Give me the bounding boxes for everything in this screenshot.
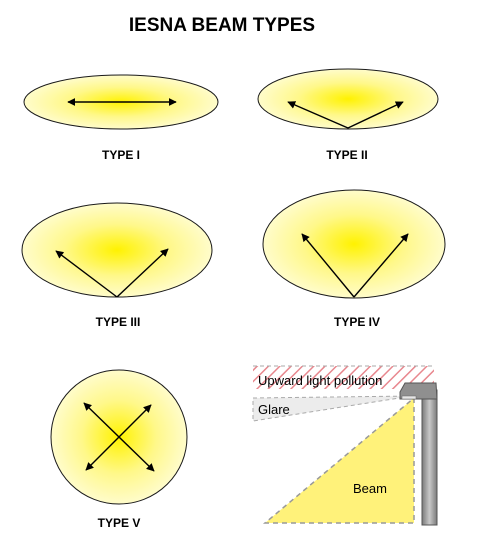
type-3-beam-arrow-left <box>55 250 118 298</box>
pole-light-diagram: Upward light pollution Glare Beam <box>252 365 438 526</box>
type-3-group: TYPE III <box>21 202 213 329</box>
type-4-group: TYPE IV <box>262 189 446 329</box>
type-2-label: TYPE II <box>326 148 367 162</box>
type-1-group: TYPE I <box>23 74 219 162</box>
type-3-beam-arrow-right <box>116 248 169 298</box>
type-4-label: TYPE IV <box>334 315 380 329</box>
glare-label: Glare <box>258 402 290 417</box>
type-5-group: TYPE V <box>50 369 188 530</box>
type-2-beam-arrow-right <box>347 101 404 129</box>
type-4-light-pattern <box>262 189 446 299</box>
beam-triangle <box>262 396 415 524</box>
type-4-beam-arrow-left <box>301 233 355 298</box>
type-5-label: TYPE V <box>98 516 141 530</box>
type-2-light-pattern <box>257 68 439 130</box>
beam-label: Beam <box>353 481 387 496</box>
type-2-group: TYPE II <box>257 68 439 162</box>
glare-wedge <box>252 395 413 422</box>
type-5-beam-arrow-diag-2 <box>85 404 152 471</box>
upward-light-pollution-label: Upward light pollution <box>258 373 382 388</box>
type-3-label: TYPE III <box>96 315 141 329</box>
page-title: IESNA BEAM TYPES <box>129 15 315 36</box>
type-4-beam-arrow-right <box>353 233 409 298</box>
light-pole <box>421 389 438 526</box>
type-2-beam-arrow-left <box>287 101 349 129</box>
luminaire-head <box>399 382 438 400</box>
type-3-light-pattern <box>21 202 213 298</box>
luminaire-lens <box>401 395 417 400</box>
type-1-label: TYPE I <box>102 148 140 162</box>
upward-light-pollution-band <box>253 366 434 389</box>
